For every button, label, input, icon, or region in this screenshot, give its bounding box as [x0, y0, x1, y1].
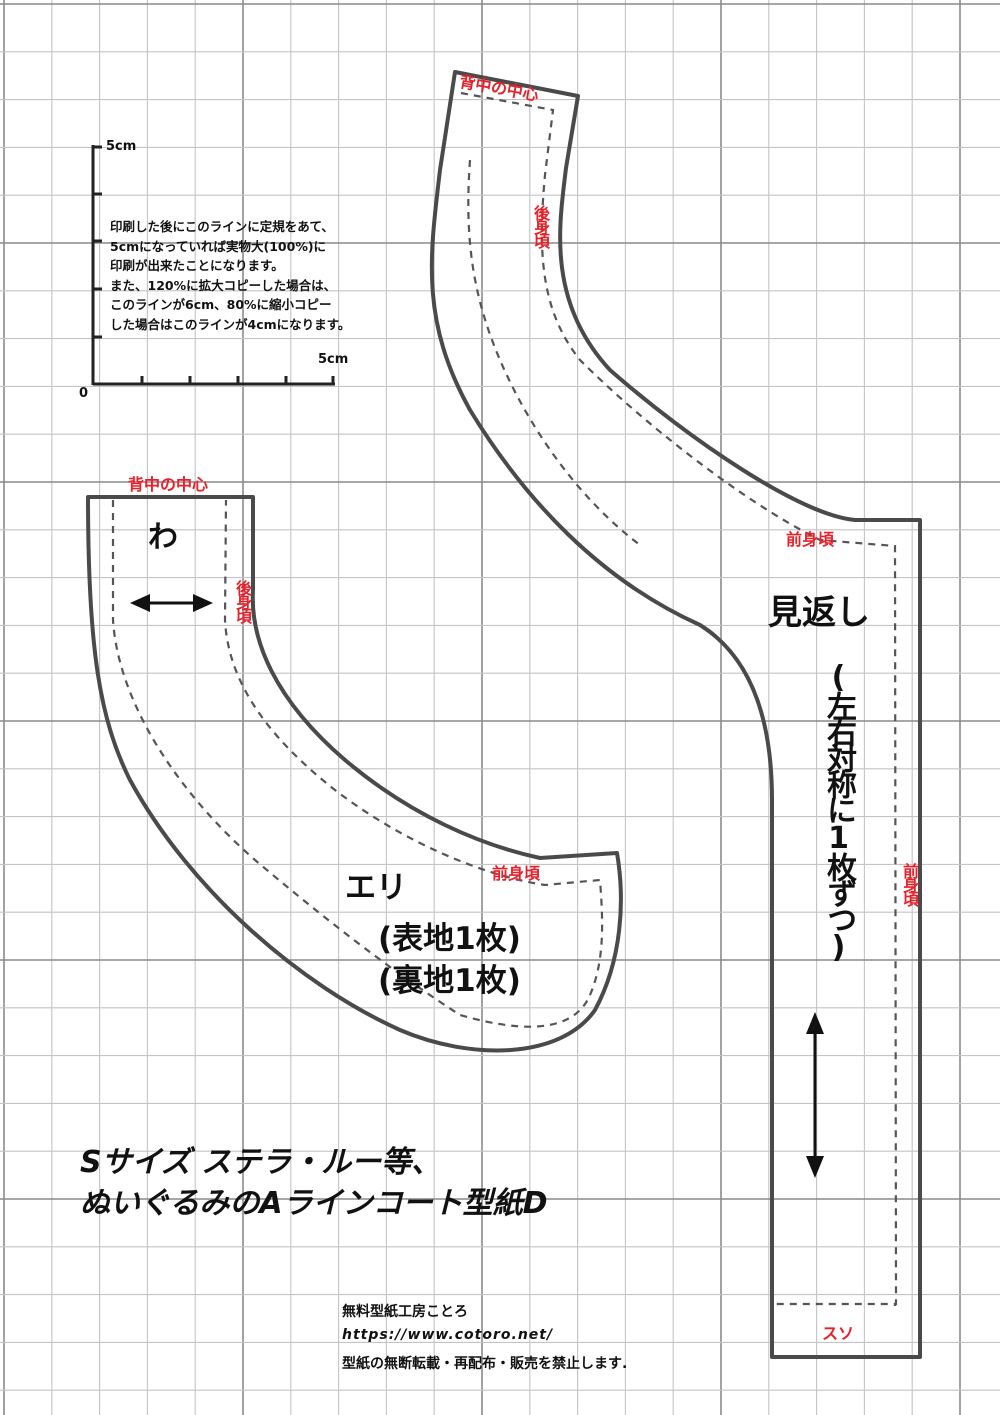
ruler-instructions: 印刷した後にこのラインに定規をあて、 5cmになっていれば実物大(100%)に …	[110, 217, 350, 334]
footer-brand: 無料型紙工房ことろ	[342, 1304, 468, 1320]
collar-front-body-label: 前身頃	[492, 864, 541, 883]
instruction-line: このラインが6cm、80%に縮小コピー	[110, 297, 332, 312]
footer-url: https://www.cotoro.net/	[342, 1327, 554, 1343]
facing-back-body-label: 後身頃	[531, 205, 550, 247]
collar-fold-mark: わ	[148, 520, 178, 555]
footer-notice: 型紙の無断転載・再配布・販売を禁止します.	[342, 1356, 628, 1372]
pattern-title-line1: Sサイズ ステラ・ルー等、	[80, 1145, 442, 1180]
collar-count-lining: (裏地1枚)	[378, 963, 521, 999]
collar-back-center-label: 背中の中心	[128, 475, 209, 494]
collar-back-body-label: 後身頃	[233, 580, 252, 622]
facing-front-body-top-label: 前身頃	[786, 530, 835, 549]
ruler-label-right: 5cm	[318, 352, 349, 367]
ruler-label-top: 5cm	[106, 139, 137, 154]
facing-seam-line	[460, 91, 898, 1306]
vertical-double-arrow-icon	[806, 1012, 824, 1178]
facing-name: 見返し	[768, 593, 870, 633]
facing-hem-label: スソ	[822, 1324, 855, 1343]
instruction-line: 印刷した後にこのラインに定規をあて、	[110, 219, 334, 234]
collar-seam-line	[111, 499, 604, 1028]
collar-name: エリ	[345, 870, 407, 906]
instruction-line: また、120%に拡大コピーした場合は、	[110, 277, 337, 293]
pattern-title-line2: ぬいぐるみのAラインコート型紙D	[80, 1186, 548, 1221]
instruction-line: 5cmになっていれば実物大(100%)に	[110, 238, 327, 254]
facing-count-note: (左右対称に1枚ずつ)	[821, 660, 856, 961]
ruler-label-origin: 0	[79, 386, 89, 401]
horizontal-double-arrow-icon	[130, 594, 213, 612]
facing-front-body-side-label: 前身頃	[900, 863, 919, 905]
scale-ruler	[91, 145, 335, 386]
instruction-line: 印刷が出来たことになります。	[110, 258, 284, 273]
collar-count-outer: (表地1枚)	[378, 921, 521, 957]
collar-outline	[86, 495, 623, 1053]
facing-outline	[429, 70, 922, 1359]
instruction-line: した場合はこのラインが4cmになります。	[110, 316, 351, 332]
